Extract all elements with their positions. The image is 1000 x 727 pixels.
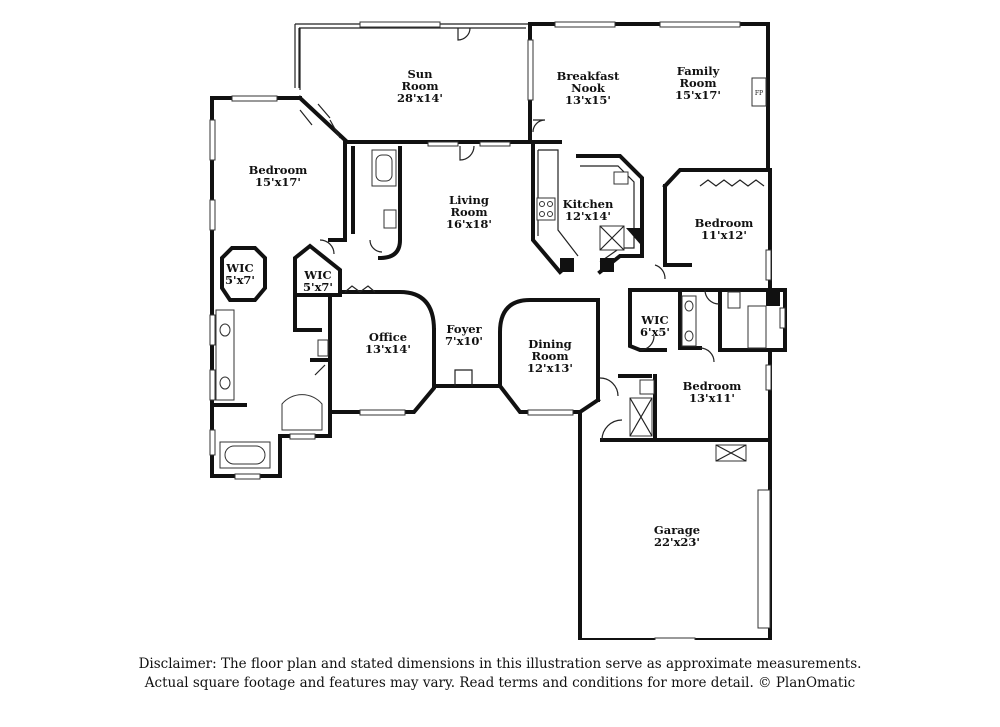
room-dining-room: Dining Room 12'x13': [527, 337, 573, 375]
room-office: Office 13'x14': [365, 330, 411, 356]
room-dims: 13'x14': [365, 342, 411, 356]
room-foyer: Foyer 7'x10': [445, 322, 483, 348]
fireplace-label: FP: [755, 90, 763, 97]
room-name: Dining: [528, 337, 571, 351]
room-dims: 12'x13': [527, 361, 573, 375]
room-wic-left: WIC 5'x7': [225, 261, 255, 287]
disclaimer: Disclaimer: The floor plan and stated di…: [0, 655, 1000, 693]
room-name: Bedroom: [683, 379, 742, 393]
room-dims: 16'x18': [446, 217, 492, 231]
room-family-room: Family Room 15'x17': [675, 64, 721, 102]
room-dims: 15'x17': [675, 88, 721, 102]
room-name: Bedroom: [249, 163, 308, 177]
room-wic-right: WIC 6'x5': [640, 313, 670, 339]
room-name-line2: Room: [450, 205, 487, 219]
room-bedroom-upper-right: Bedroom 11'x12': [695, 216, 754, 242]
room-dims: 12'x14': [565, 209, 611, 223]
room-dims: 5'x7': [225, 273, 255, 287]
interior-walls: [210, 95, 772, 442]
room-name: Bedroom: [695, 216, 754, 230]
room-wic-middle: WIC 5'x7': [303, 268, 333, 294]
room-name: Breakfast: [557, 69, 620, 83]
room-name: Kitchen: [563, 197, 614, 211]
room-dims: 6'x5': [640, 325, 670, 339]
room-breakfast-nook: Breakfast Nook 13'x15': [557, 69, 620, 107]
room-name: Garage: [654, 523, 700, 537]
room-dims: 13'x11': [689, 391, 735, 405]
room-dims: 15'x17': [255, 175, 301, 189]
disclaimer-line-2: Actual square footage and features may v…: [144, 675, 856, 691]
room-dims: 7'x10': [445, 334, 483, 348]
room-living-room: Living Room 16'x18': [446, 193, 492, 231]
room-name: Family: [677, 64, 720, 78]
floor-plan: FP Sun Room 28'x14' Breakfast Nook 13'x1…: [209, 21, 787, 640]
room-name-line2: Nook: [571, 81, 606, 95]
room-bedroom-main: Bedroom 15'x17': [249, 163, 308, 189]
room-dims: 5'x7': [303, 280, 333, 294]
room-name: WIC: [303, 268, 331, 282]
windows: [209, 21, 786, 640]
room-sun-room: Sun Room 28'x14': [397, 67, 443, 105]
room-name-line2: Room: [679, 76, 716, 90]
room-name: Sun: [407, 67, 433, 81]
fixtures: [215, 28, 780, 629]
room-name-line2: Room: [401, 79, 438, 93]
room-bedroom-lower-right: Bedroom 13'x11': [683, 379, 742, 405]
room-dims: 22'x23': [654, 535, 700, 549]
doors: [299, 27, 765, 441]
room-dims: 13'x15': [565, 93, 611, 107]
room-dims: 11'x12': [701, 228, 747, 242]
room-name: WIC: [225, 261, 253, 275]
room-name: Foyer: [446, 322, 482, 336]
room-labels: Sun Room 28'x14' Breakfast Nook 13'x15' …: [225, 64, 753, 549]
room-garage: Garage 22'x23': [654, 523, 700, 549]
room-kitchen: Kitchen 12'x14': [563, 197, 614, 223]
disclaimer-line-1: Disclaimer: The floor plan and stated di…: [138, 656, 862, 672]
room-name: Living: [449, 193, 489, 207]
room-dims: 28'x14': [397, 91, 443, 105]
room-name: Office: [369, 330, 407, 344]
room-name: WIC: [640, 313, 668, 327]
room-name-line2: Room: [531, 349, 568, 363]
